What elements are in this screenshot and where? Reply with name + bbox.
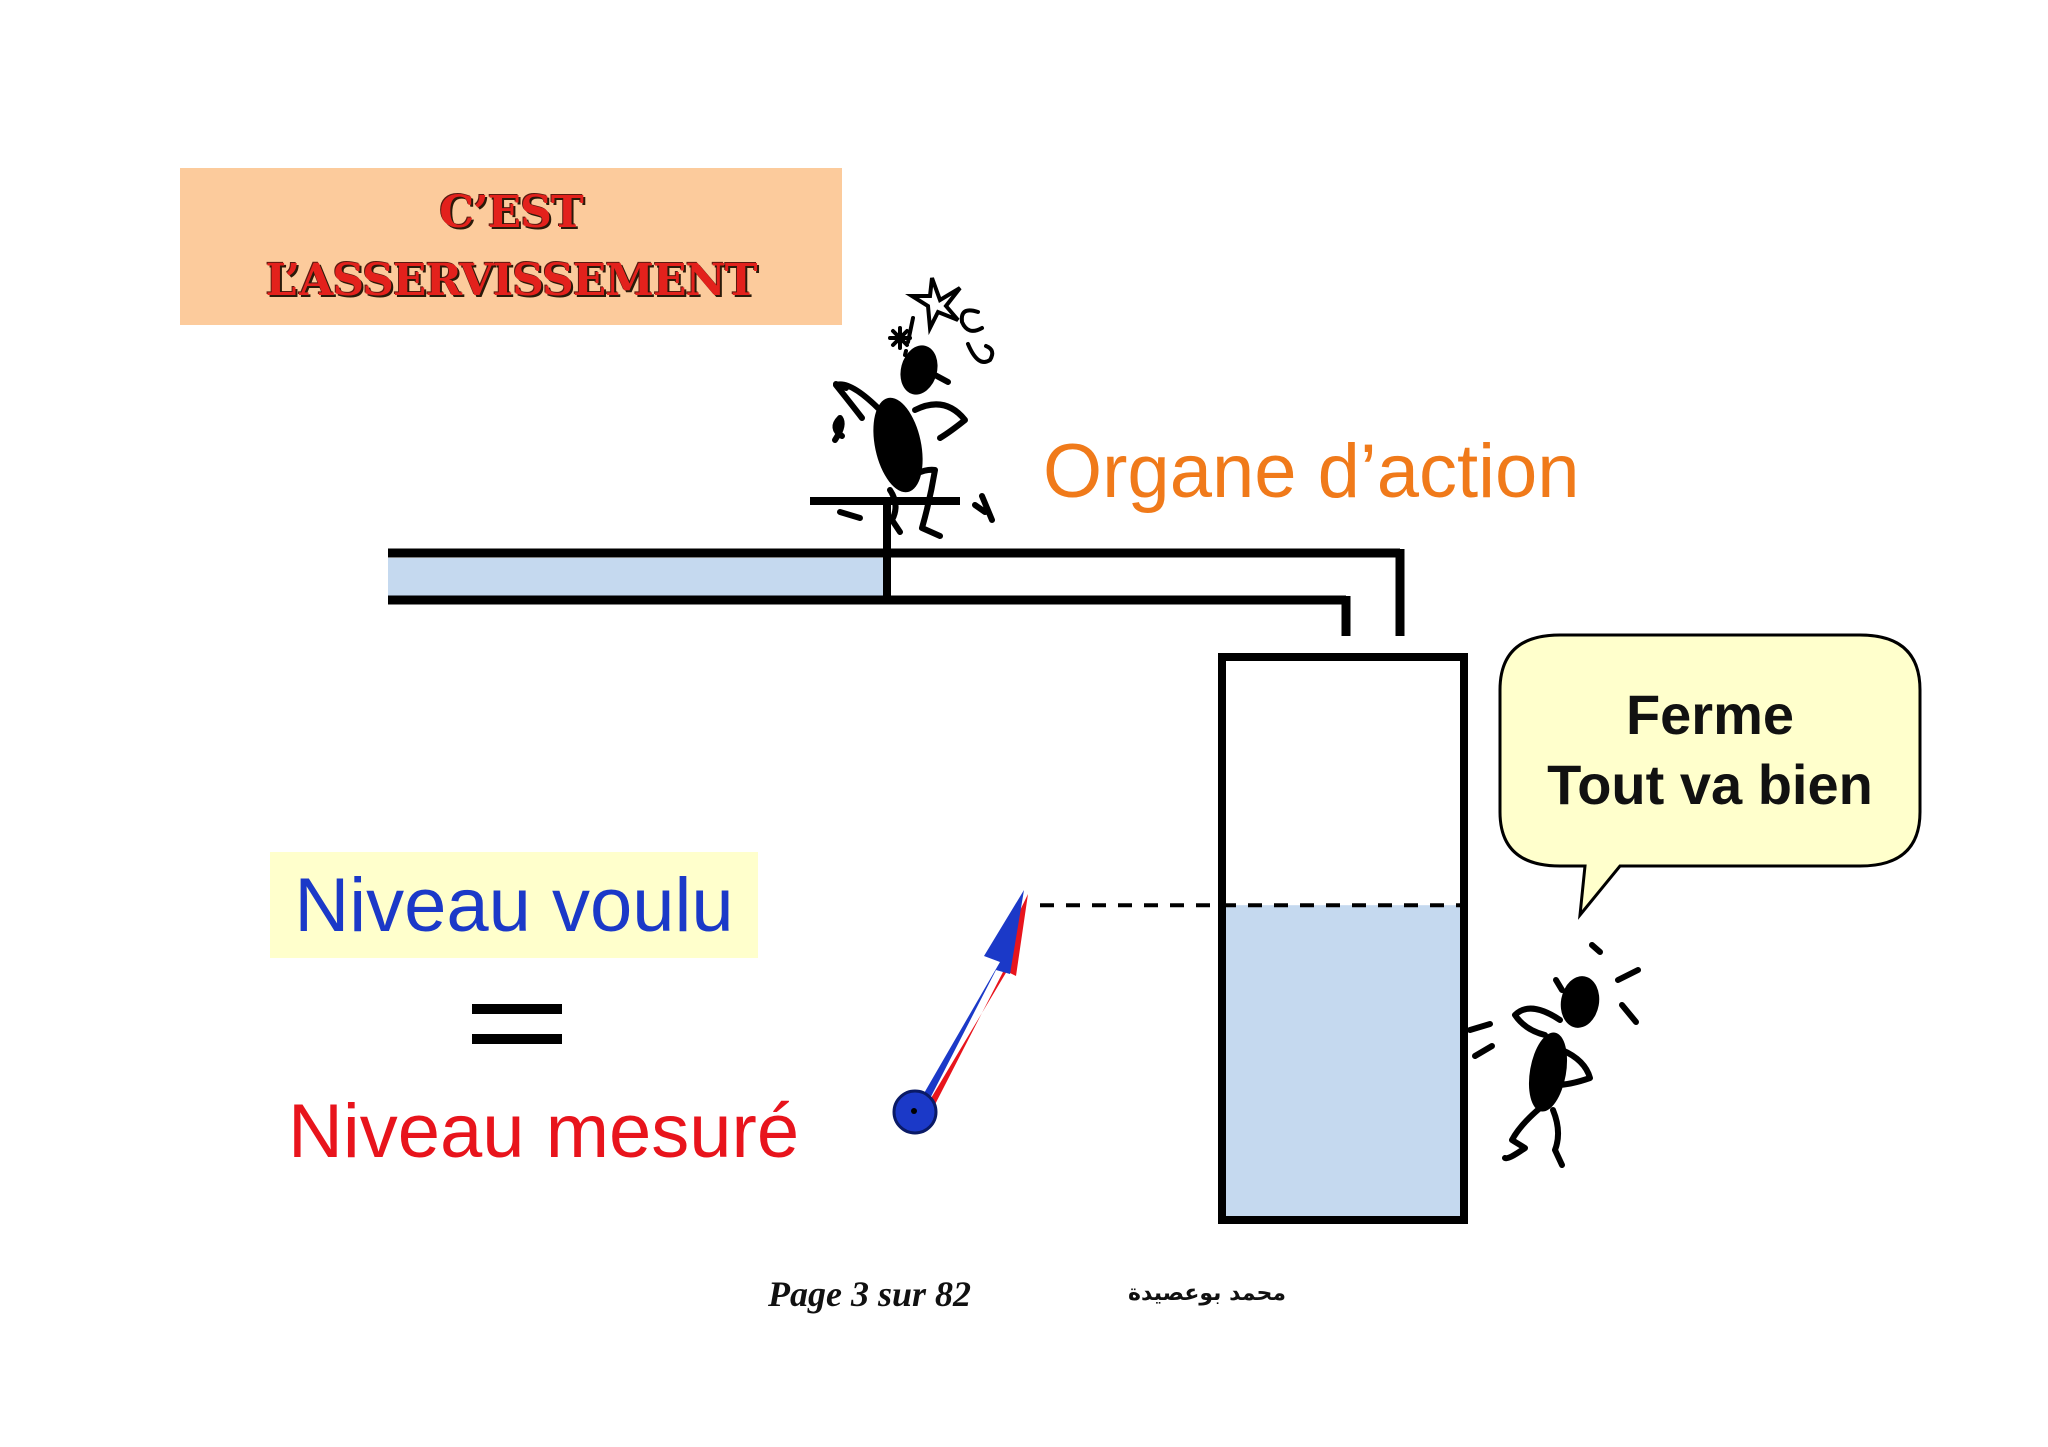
label-niveau-mesure: Niveau mesuré xyxy=(288,1089,800,1174)
label-niveau-voulu: Niveau voulu xyxy=(270,852,758,958)
title-line-2: L’ASSERVISSEMENT xyxy=(265,254,757,306)
level-gauge-needle-icon xyxy=(892,890,1028,1135)
title-banner: C’EST L’ASSERVISSEMENT xyxy=(180,168,842,325)
label-organe-action: Organe d’action xyxy=(1043,429,1580,514)
speech-bubble xyxy=(1498,633,1922,920)
footer-author: محمد بوعصيدة xyxy=(1128,1281,1287,1306)
speech-bubble-line-1: Ferme xyxy=(1625,683,1795,746)
stick-figure-observer-icon xyxy=(1467,942,1641,1168)
footer-page-number: Page 3 sur 82 xyxy=(768,1274,972,1314)
dizzy-symbols-icon xyxy=(888,277,995,364)
speech-bubble-line-2: Tout va bien xyxy=(1547,753,1873,816)
tank-water xyxy=(1225,905,1461,1216)
speech-bubble-text: Ferme Tout va bien xyxy=(1500,680,1920,820)
tank-wall xyxy=(1218,653,1468,1224)
pipe-water xyxy=(388,558,886,596)
title-line-1: C’EST xyxy=(439,186,583,238)
inlet-pipe xyxy=(388,548,1405,636)
equals-sign xyxy=(472,1000,562,1046)
tank xyxy=(1218,653,1468,1224)
stick-figure-at-valve-icon xyxy=(832,345,995,539)
valve xyxy=(810,497,960,600)
